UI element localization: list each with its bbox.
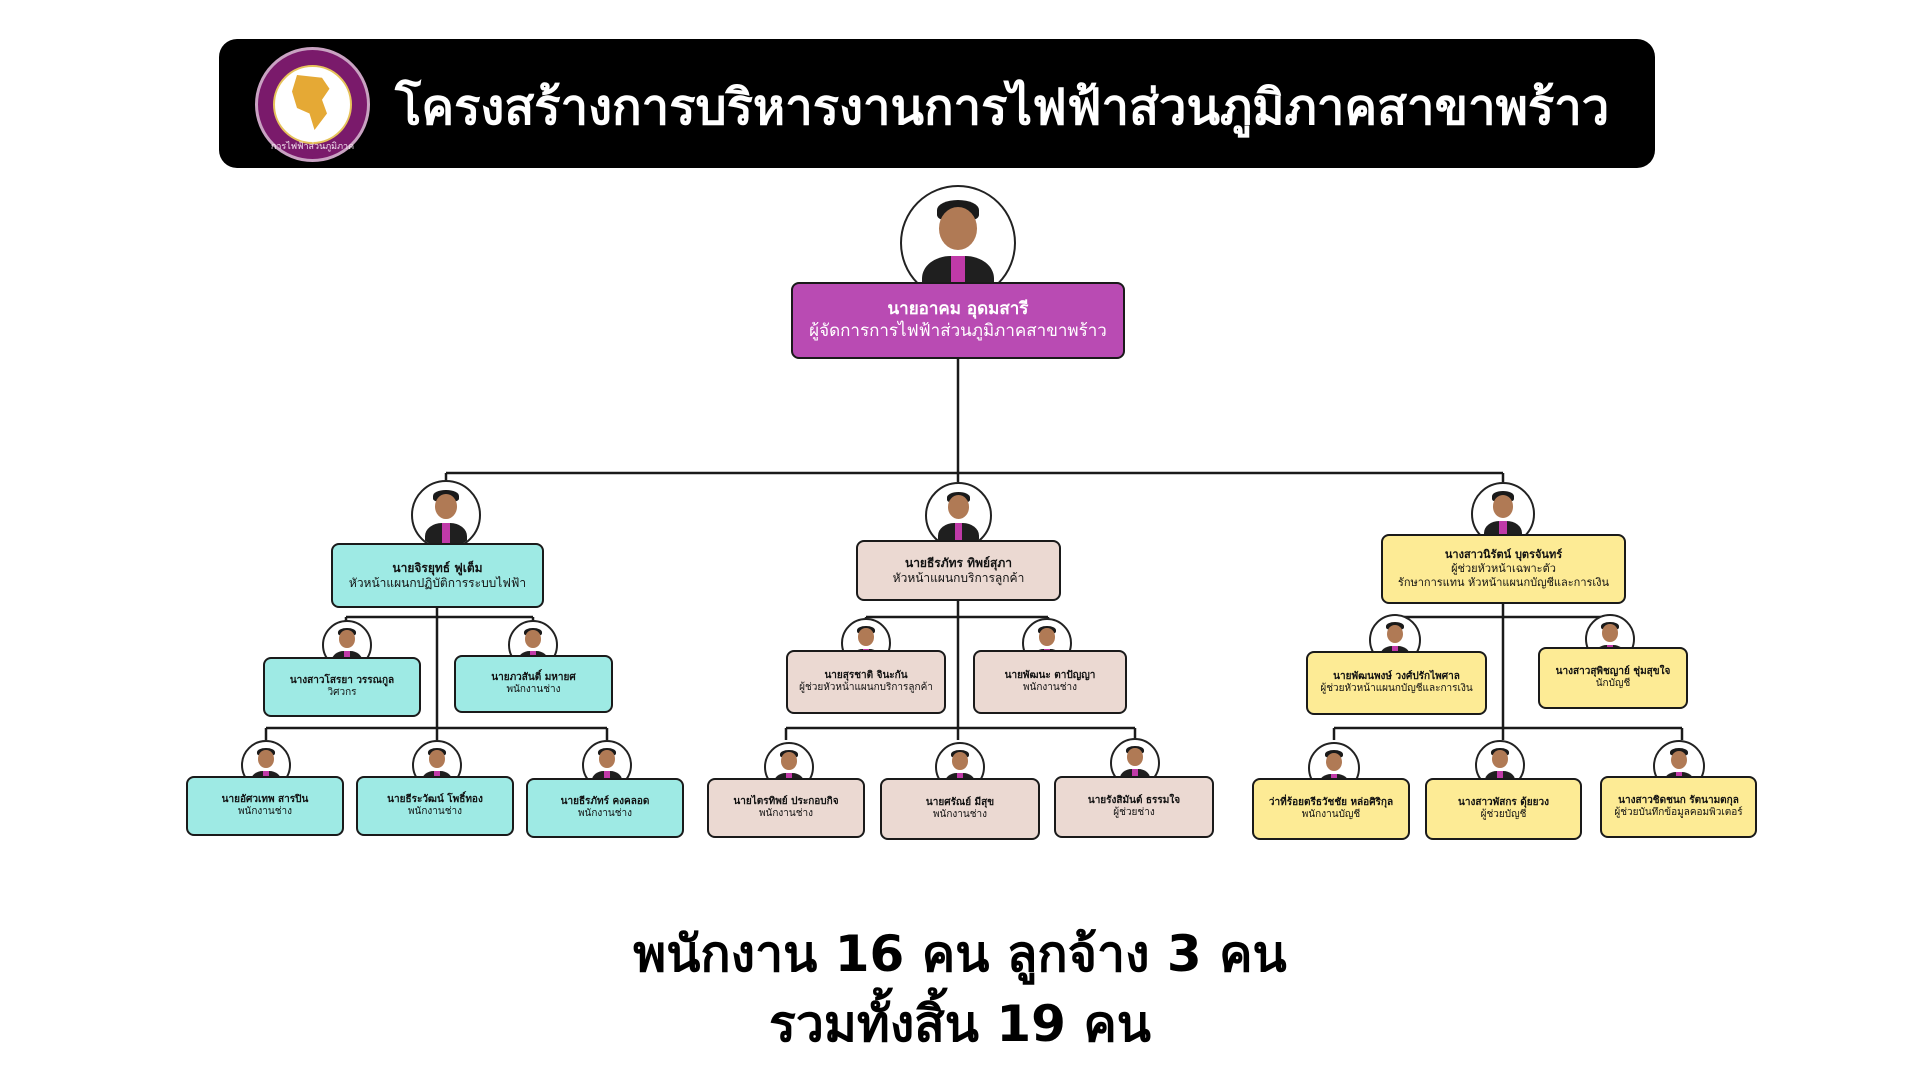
staff-name: นายพัฒนะ ตาปัญญา <box>1004 669 1096 681</box>
dept1-row2-card-3: นายธีรภัทร์ คงคลอด พนักงานช่าง <box>526 778 684 838</box>
staff-name: นางสาวพัสกร ดุ้ยยวง <box>1458 796 1549 808</box>
staff-role: พนักงานช่าง <box>237 806 293 817</box>
staff-role: พนักงานช่าง <box>932 809 988 820</box>
dept3-head-name: นางสาวนิรัตน์ บุตรจันทร์ <box>1444 548 1563 562</box>
staff-role: ผู้ช่วยบันทึกข้อมูลคอมพิวเตอร์ <box>1614 807 1743 818</box>
dept3-row2-card-2: นางสาวพัสกร ดุ้ยยวง ผู้ช่วยบัญชี <box>1425 778 1582 840</box>
staff-role: พนักงานช่าง <box>577 808 633 819</box>
staff-name: นายไตรทิพย์ ประกอบกิจ <box>733 795 839 807</box>
staff-name: นายพัฒนพงษ์ วงศ์ปรักไพศาล <box>1333 670 1460 682</box>
dept3-row1-card-1: นายพัฒนพงษ์ วงศ์ปรักไพศาล ผู้ช่วยหัวหน้า… <box>1306 651 1487 715</box>
staff-role: ผู้ช่วยหัวหน้าแผนกบริการลูกค้า <box>799 682 933 693</box>
header-bar <box>219 39 1655 168</box>
manager-name: นายอาคม อุดมสารี <box>887 299 1029 320</box>
manager-role: ผู้จัดการการไฟฟ้าส่วนภูมิภาคสาขาพร้าว <box>809 320 1107 341</box>
dept1-head-role: หัวหน้าแผนกปฏิบัติการระบบไฟฟ้า <box>348 575 527 590</box>
dept3-head-card: นางสาวนิรัตน์ บุตรจันทร์ ผู้ช่วยหัวหน้าเ… <box>1381 534 1626 604</box>
pea-logo-icon: การไฟฟ้าส่วนภูมิภาค <box>255 47 370 162</box>
dept3-head-role2: รักษาการแทน หัวหน้าแผนกบัญชีและการเงิน <box>1397 575 1610 589</box>
dept3-head-role: ผู้ช่วยหัวหน้าเฉพาะตัว <box>1451 562 1556 576</box>
staff-name: นางสาวโสรยา วรรณกูล <box>289 674 395 686</box>
staff-name: นายศรัณย์ มีสุข <box>925 796 995 808</box>
footer-staff-count: พนักงาน 16 คน ลูกจ้าง 3 คน <box>633 925 1287 983</box>
dept2-head-name: นายธีรภัทร ทิพย์สุภา <box>904 555 1012 570</box>
dept1-row2-card-1: นายอัศวเทพ สารปิน พนักงานช่าง <box>186 776 344 836</box>
page-title: โครงสร้างการบริหารงานการไฟฟ้าส่วนภูมิภาค… <box>395 79 1610 136</box>
staff-role: นักบัญชี <box>1595 678 1631 689</box>
dept3-row2-card-1: ว่าที่ร้อยตรีธวัชชัย หล่อศิริกุล พนักงาน… <box>1252 778 1410 840</box>
dept3-row2-card-3: นางสาวชิดชนก รัตนามตกุล ผู้ช่วยบันทึกข้อ… <box>1600 776 1757 838</box>
dept2-head-photo <box>925 482 992 549</box>
footer-total: รวมทั้งสิ้น 19 คน <box>769 995 1151 1053</box>
dept1-row2-card-2: นายธีระวัฒน์ โพธิ์ทอง พนักงานช่าง <box>356 776 514 836</box>
dept1-head-photo <box>411 480 481 550</box>
dept2-row2-card-3: นายรังสิมันต์ ธรรมใจ ผู้ช่วยช่าง <box>1054 776 1214 838</box>
staff-name: นายรังสิมันต์ ธรรมใจ <box>1087 794 1181 806</box>
staff-role: พนักงานช่าง <box>1022 682 1078 693</box>
staff-name: นางสาวสุพิชญาย์ ชุ่มสุขใจ <box>1555 665 1671 677</box>
staff-name: นายสุรชาติ จินะกัน <box>824 669 908 681</box>
dept2-head-card: นายธีรภัทร ทิพย์สุภา หัวหน้าแผนกบริการลู… <box>856 540 1061 601</box>
staff-role: วิศวกร <box>327 687 357 698</box>
dept2-row1-card-1: นายสุรชาติ จินะกัน ผู้ช่วยหัวหน้าแผนกบริ… <box>786 650 946 714</box>
logo-emblem <box>273 65 352 144</box>
staff-name: นายอัศวเทพ สารปิน <box>221 793 309 805</box>
staff-role: ผู้ช่วยช่าง <box>1113 807 1155 818</box>
dept2-head-role: หัวหน้าแผนกบริการลูกค้า <box>892 570 1025 585</box>
staff-role: ผู้ช่วยบัญชี <box>1480 809 1527 820</box>
dept1-head-card: นายจิรยุทธ์ ฟูเต็ม หัวหน้าแผนกปฏิบัติการ… <box>331 543 544 608</box>
staff-name: นายภวสันติ์ มหายศ <box>491 671 576 683</box>
staff-name: ว่าที่ร้อยตรีธวัชชัย หล่อศิริกุล <box>1268 796 1394 808</box>
dept2-row2-card-2: นายศรัณย์ มีสุข พนักงานช่าง <box>880 778 1040 840</box>
staff-name: นางสาวชิดชนก รัตนามตกุล <box>1618 794 1739 806</box>
staff-role: พนักงานช่าง <box>407 806 463 817</box>
dept2-row1-card-2: นายพัฒนะ ตาปัญญา พนักงานช่าง <box>973 650 1127 714</box>
dept3-row1-card-2: นางสาวสุพิชญาย์ ชุ่มสุขใจ นักบัญชี <box>1538 647 1688 709</box>
dept1-row1-card-2: นายภวสันติ์ มหายศ พนักงานช่าง <box>454 655 613 713</box>
staff-role: ผู้ช่วยหัวหน้าแผนกบัญชีและการเงิน <box>1320 683 1473 694</box>
staff-name: นายธีรภัทร์ คงคลอด <box>560 795 650 807</box>
staff-name: นายธีระวัฒน์ โพธิ์ทอง <box>387 793 483 805</box>
staff-role: พนักงานช่าง <box>758 808 814 819</box>
connector-manager <box>444 358 1505 482</box>
dept2-row2-card-1: นายไตรทิพย์ ประกอบกิจ พนักงานช่าง <box>707 778 865 838</box>
dept1-head-name: นายจิรยุทธ์ ฟูเต็ม <box>392 560 483 575</box>
staff-role: พนักงานช่าง <box>506 684 561 695</box>
dept1-row1-card-1: นางสาวโสรยา วรรณกูล วิศวกร <box>263 657 421 717</box>
logo-caption: การไฟฟ้าส่วนภูมิภาค <box>270 142 355 152</box>
staff-role: พนักงานบัญชี <box>1301 809 1361 820</box>
manager-card: นายอาคม อุดมสารี ผู้จัดการการไฟฟ้าส่วนภู… <box>791 282 1125 359</box>
